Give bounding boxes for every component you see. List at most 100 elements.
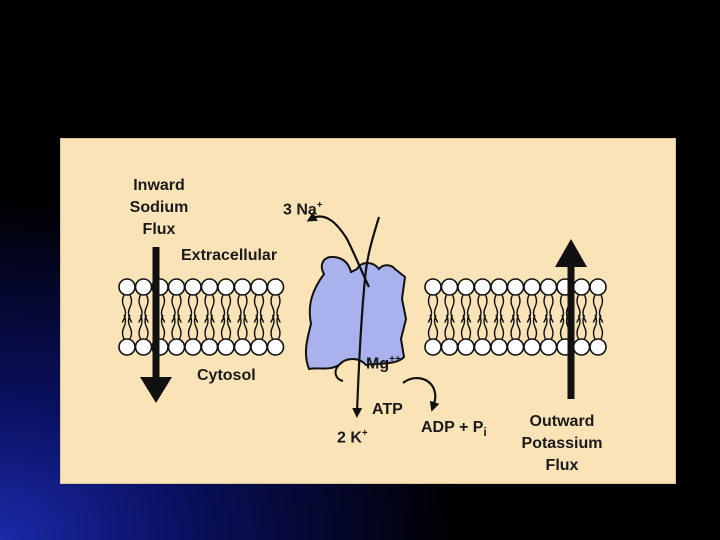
potassium-text: 2 K <box>337 429 362 447</box>
lipid-head <box>473 278 492 296</box>
lipid-tail <box>598 314 604 340</box>
lipid-head <box>233 278 252 296</box>
lipid-head <box>490 338 508 356</box>
lipid-tail <box>592 314 598 340</box>
lipid-head <box>266 278 285 296</box>
lipid-tail <box>526 314 532 340</box>
lipid-tail <box>532 294 538 323</box>
lipid-head <box>266 338 285 356</box>
lipid-tail <box>543 314 548 340</box>
sodium-charge: + <box>316 200 323 211</box>
lipid-tail <box>576 314 581 340</box>
lipid-tail <box>127 294 133 323</box>
lipid-tail <box>450 294 455 323</box>
lipid-tail <box>450 314 455 340</box>
outward-potassium-flux-label: Outward Potassium Flux <box>507 411 617 477</box>
lipid-head <box>118 338 136 356</box>
lipid-tail <box>138 294 143 323</box>
lipid-head <box>217 338 235 356</box>
lipid-tail <box>427 294 433 323</box>
adp-pi-label: ADP + Pi <box>421 417 487 443</box>
lipid-head <box>134 278 153 296</box>
lipid-tail <box>177 294 182 323</box>
lipid-tail <box>493 314 499 340</box>
lipid-head <box>506 278 525 296</box>
potassium-path-arrow <box>352 216 381 418</box>
lipid-tail <box>598 294 604 323</box>
lipid-head <box>589 338 607 356</box>
lipid-tail <box>243 294 248 323</box>
lipid-tail <box>253 314 259 340</box>
sodium-potassium-pump <box>304 255 408 371</box>
lipid-tail <box>144 314 149 340</box>
extracellular-label: Extracellular <box>181 247 278 264</box>
lipid-tail <box>237 294 242 323</box>
lipid-tail <box>276 314 281 340</box>
lipid-tail <box>171 314 176 340</box>
lipid-head <box>184 278 202 296</box>
lipid-tail <box>460 314 466 340</box>
lipid-head <box>539 338 558 356</box>
lipid-tail <box>559 294 565 323</box>
lipid-head <box>589 278 607 296</box>
lipid-tail <box>582 294 587 323</box>
lipid-tail <box>510 314 515 340</box>
phosphate-subscript: i <box>483 425 487 440</box>
lipid-head <box>118 278 136 296</box>
inward-label-line-1: Inward <box>133 177 185 194</box>
lipid-tail <box>543 294 548 323</box>
lipid-head <box>490 278 508 296</box>
lipid-tail <box>210 294 215 323</box>
lipid-tail <box>193 314 199 340</box>
lipid-tail <box>226 314 232 340</box>
lipid-tail <box>549 314 554 340</box>
lipid-head <box>250 278 268 296</box>
lipid-head <box>233 338 252 356</box>
lipid-tail <box>253 294 259 323</box>
lipid-head <box>440 338 459 356</box>
lipid-tail <box>433 314 439 340</box>
lipid-tail <box>433 294 439 323</box>
potassium-ions-label: 2 K+ <box>337 423 368 449</box>
lipid-tail <box>193 294 199 323</box>
magnesium-text: Mg <box>366 355 390 373</box>
membrane-diagram <box>118 212 607 418</box>
lipid-tail <box>444 314 449 340</box>
sodium-path-arrow <box>306 212 370 288</box>
lipid-tail <box>444 294 449 323</box>
lipid-tail <box>582 314 587 340</box>
lipid-tail <box>210 314 215 340</box>
lipid-head <box>539 278 558 296</box>
lipid-tail <box>466 314 472 340</box>
lipid-tail <box>483 294 488 323</box>
lipid-tail <box>499 314 505 340</box>
lipid-tail <box>160 294 166 323</box>
lipid-tail <box>493 294 499 323</box>
lipid-bilayer-right <box>424 278 607 356</box>
inward-sodium-flux-label: Inward Sodium Flux <box>111 175 207 241</box>
lipid-head <box>457 278 475 296</box>
lipid-head <box>167 278 186 296</box>
lipid-head <box>217 278 235 296</box>
lipid-tail <box>516 294 521 323</box>
lipid-tail <box>121 294 127 323</box>
lipid-tail <box>171 294 176 323</box>
lipid-tail <box>204 294 209 323</box>
lipid-tail <box>138 314 143 340</box>
lipid-tail <box>532 314 538 340</box>
mg-binding-hook <box>334 364 344 382</box>
lipid-tail <box>526 294 532 323</box>
lipid-tail <box>270 314 275 340</box>
lipid-head <box>523 278 541 296</box>
lipid-tail <box>259 314 265 340</box>
inward-sodium-arrowhead <box>140 377 172 403</box>
diagram-panel: Inward Sodium Flux 3 Na+ Extracellular C… <box>60 138 676 484</box>
lipid-head <box>523 338 541 356</box>
lipid-head <box>440 278 459 296</box>
lipid-head <box>250 338 268 356</box>
lipid-tail <box>477 294 482 323</box>
lipid-tail <box>237 314 242 340</box>
lipid-tail <box>226 294 232 323</box>
outward-label-line-2: Potassium <box>521 435 603 452</box>
lipid-tail <box>477 314 482 340</box>
